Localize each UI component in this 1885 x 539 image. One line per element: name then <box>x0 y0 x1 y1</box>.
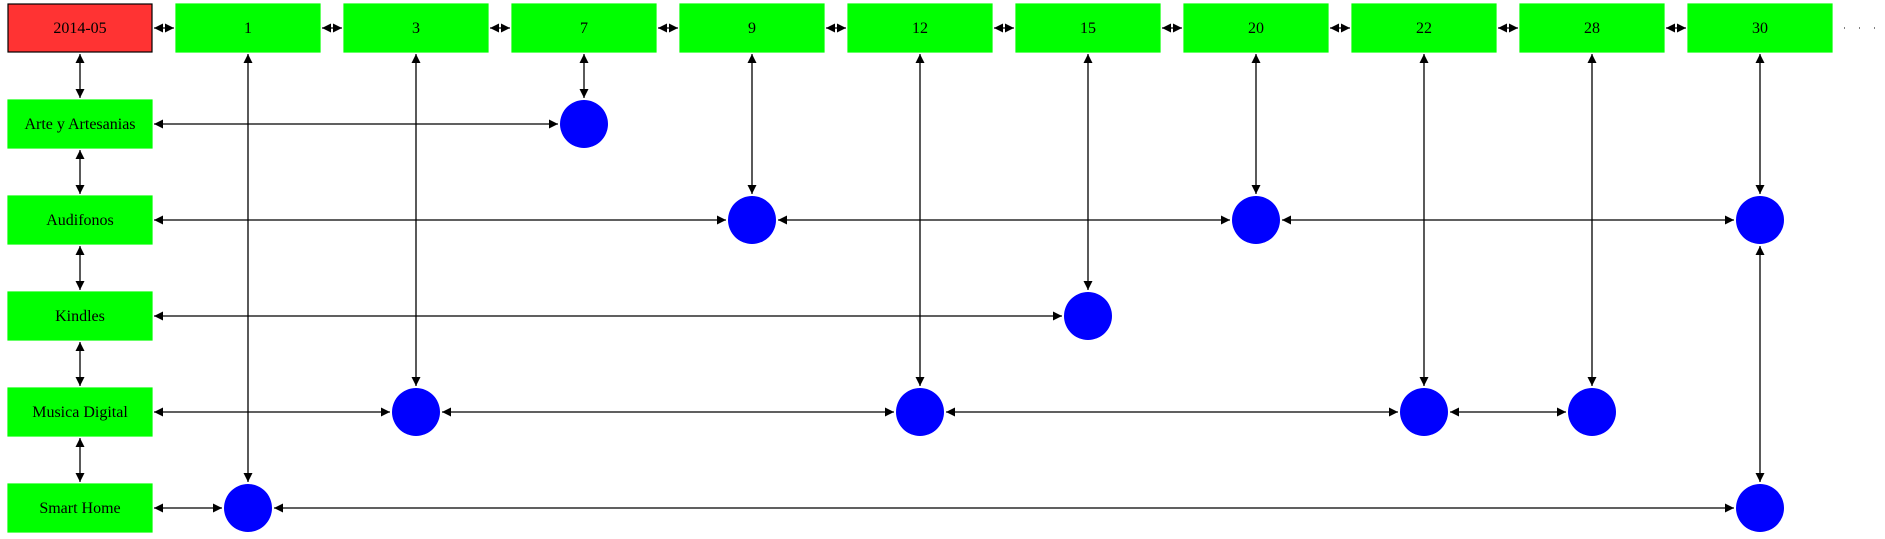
month-node: 2014-05 <box>7 3 153 53</box>
day-node-7: 7 <box>511 3 657 53</box>
category-node-4: Musica Digital <box>7 387 153 437</box>
day-node-30-label: 30 <box>1752 20 1768 37</box>
day-node-9: 9 <box>679 3 825 53</box>
day-node-30: 30 <box>1687 3 1833 53</box>
event-dot <box>560 100 608 148</box>
day-node-7-label: 7 <box>580 20 588 37</box>
day-node-3: 3 <box>343 3 489 53</box>
day-node-12-box <box>847 3 993 53</box>
day-node-20-label: 20 <box>1248 20 1264 37</box>
event-dot <box>1736 196 1784 244</box>
event-dot <box>1568 388 1616 436</box>
day-node-15: 15 <box>1015 3 1161 53</box>
category-node-2-box <box>7 195 153 245</box>
category-node-1-box <box>7 99 153 149</box>
day-node-3-label: 3 <box>412 20 420 37</box>
day-node-20-box <box>1183 3 1329 53</box>
day-node-20: 20 <box>1183 3 1329 53</box>
category-node-5-label: Smart Home <box>39 500 120 517</box>
day-node-3-box <box>343 3 489 53</box>
event-dot <box>1064 292 1112 340</box>
day-node-22: 22 <box>1351 3 1497 53</box>
event-dot <box>224 484 272 532</box>
day-node-12: 12 <box>847 3 993 53</box>
day-node-9-box <box>679 3 825 53</box>
event-dot <box>1736 484 1784 532</box>
category-node-5-box <box>7 483 153 533</box>
category-node-2: Audifonos <box>7 195 153 245</box>
day-node-7-box <box>511 3 657 53</box>
category-node-5: Smart Home <box>7 483 153 533</box>
day-node-15-label: 15 <box>1080 20 1096 37</box>
category-node-3: Kindles <box>7 291 153 341</box>
month-node-label: 2014-05 <box>53 20 106 37</box>
day-node-28: 28 <box>1519 3 1665 53</box>
month-node-box <box>7 3 153 53</box>
category-node-4-label: Musica Digital <box>32 404 128 421</box>
category-node-1-label: Arte y Artesanias <box>24 116 135 133</box>
event-dot <box>1400 388 1448 436</box>
day-node-1-box <box>175 3 321 53</box>
category-node-2-label: Audifonos <box>46 212 114 229</box>
event-dot <box>392 388 440 436</box>
edges <box>75 23 1885 513</box>
day-node-28-label: 28 <box>1584 20 1600 37</box>
category-node-3-label: Kindles <box>55 308 105 325</box>
day-node-30-box <box>1687 3 1833 53</box>
day-node-15-box <box>1015 3 1161 53</box>
day-node-1: 1 <box>175 3 321 53</box>
category-node-3-box <box>7 291 153 341</box>
day-node-22-box <box>1351 3 1497 53</box>
day-node-9-label: 9 <box>748 20 756 37</box>
event-dot <box>896 388 944 436</box>
event-dot <box>1232 196 1280 244</box>
day-node-28-box <box>1519 3 1665 53</box>
day-node-12-label: 12 <box>912 20 928 37</box>
event-dot <box>728 196 776 244</box>
day-node-22-label: 22 <box>1416 20 1432 37</box>
category-node-4-box <box>7 387 153 437</box>
day-node-1-label: 1 <box>244 20 252 37</box>
category-node-1: Arte y Artesanias <box>7 99 153 149</box>
